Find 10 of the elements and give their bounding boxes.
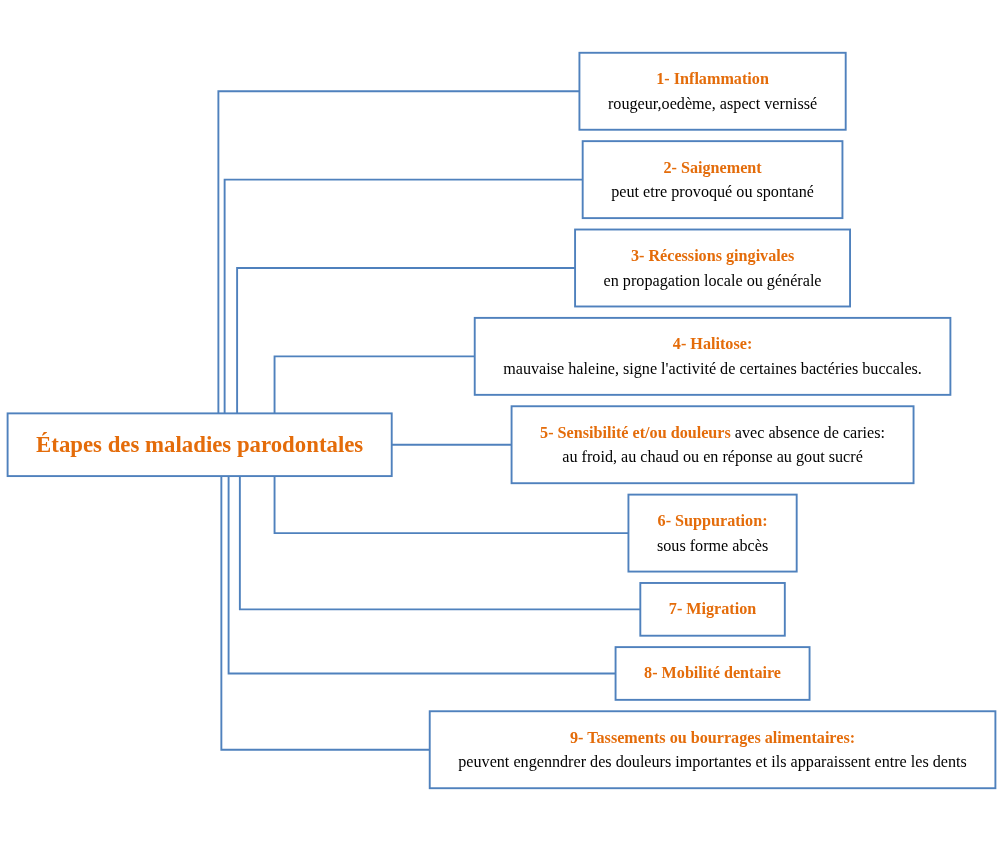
node-box: 9- Tassements ou bourrages alimentaires: peuvent engenndrer des douleurs importantes et ils apparaissent entre les dents	[428, 710, 997, 790]
node-box: Étapes des maladies parodontales	[6, 412, 393, 478]
node-box: 6- Suppuration: sous forme abcès	[627, 493, 798, 573]
node-box: 7- Migration	[639, 582, 786, 637]
node-box: 5- Sensibilité et/ou douleurs avec absence de caries: au froid, au chaud ou en réponse au gout sucré	[510, 405, 915, 485]
node-box: 2- Saignement peut etre provoqué ou spontané	[581, 140, 844, 220]
node-box: 4- Halitose: mauvaise haleine, signe l'activité de certaines bactéries buccales.	[473, 316, 952, 396]
node-box: 1- Inflammation rougeur,oedème, aspect vernissé	[578, 51, 847, 131]
node-box: 8- Mobilité dentaire	[614, 646, 811, 701]
node-box: 3- Récessions gingivales en propagation locale ou générale	[574, 228, 851, 308]
